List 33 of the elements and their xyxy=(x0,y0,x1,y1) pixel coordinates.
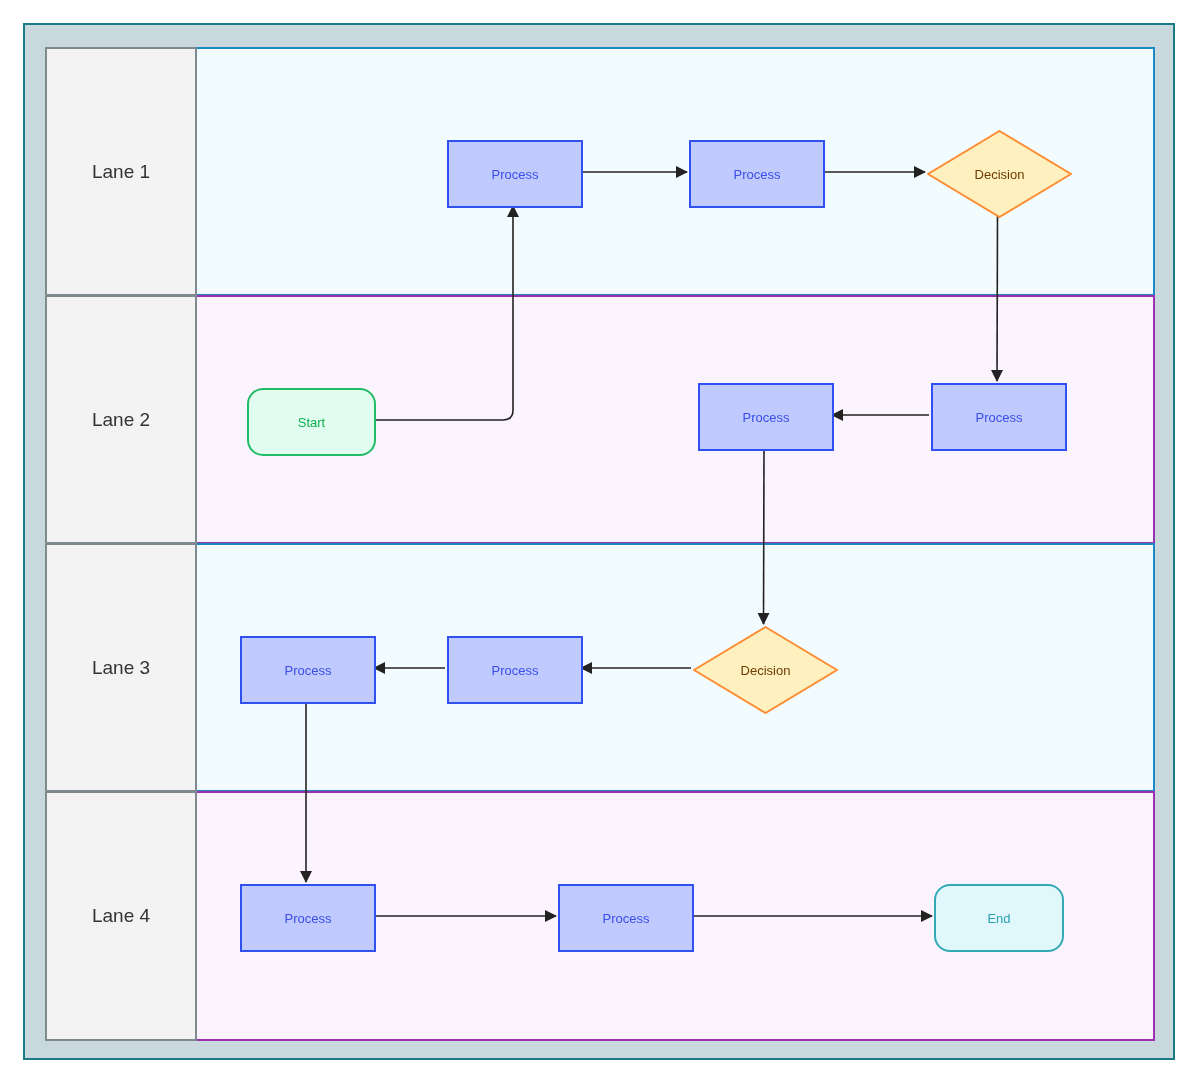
node-label: End xyxy=(987,910,1011,926)
node-label: Process xyxy=(284,910,332,926)
arrow xyxy=(991,215,1004,382)
process-box xyxy=(558,884,694,952)
node-label: Process xyxy=(602,910,650,926)
decision-diamond xyxy=(693,626,838,714)
node-label: Process xyxy=(742,409,790,425)
start-terminal xyxy=(247,388,376,456)
node-label: Decision xyxy=(740,662,791,678)
process-box xyxy=(447,636,583,704)
swimlane xyxy=(45,543,1155,792)
node-label: Process xyxy=(491,662,539,678)
lane-label: Lane 4 xyxy=(91,905,151,927)
lane-label: Lane 1 xyxy=(91,160,151,183)
process-box xyxy=(931,383,1067,451)
swimlane xyxy=(45,791,1155,1041)
end-terminal xyxy=(934,884,1064,952)
process-box xyxy=(447,140,583,208)
process-box xyxy=(240,884,376,952)
node-label: Process xyxy=(975,409,1023,425)
lane-label: Lane 2 xyxy=(91,408,151,431)
node-label: Process xyxy=(491,166,539,182)
process-box xyxy=(698,383,834,451)
node-label: Process xyxy=(733,166,781,182)
node-label: Start xyxy=(297,414,326,430)
node-label: Process xyxy=(284,662,332,678)
swimlane xyxy=(45,47,1155,296)
node-label: Decision xyxy=(974,166,1025,182)
swimlane xyxy=(45,295,1155,544)
process-box xyxy=(240,636,376,704)
lane-label: Lane 3 xyxy=(91,656,151,679)
process-box xyxy=(689,140,825,208)
decision-diamond xyxy=(927,130,1072,218)
